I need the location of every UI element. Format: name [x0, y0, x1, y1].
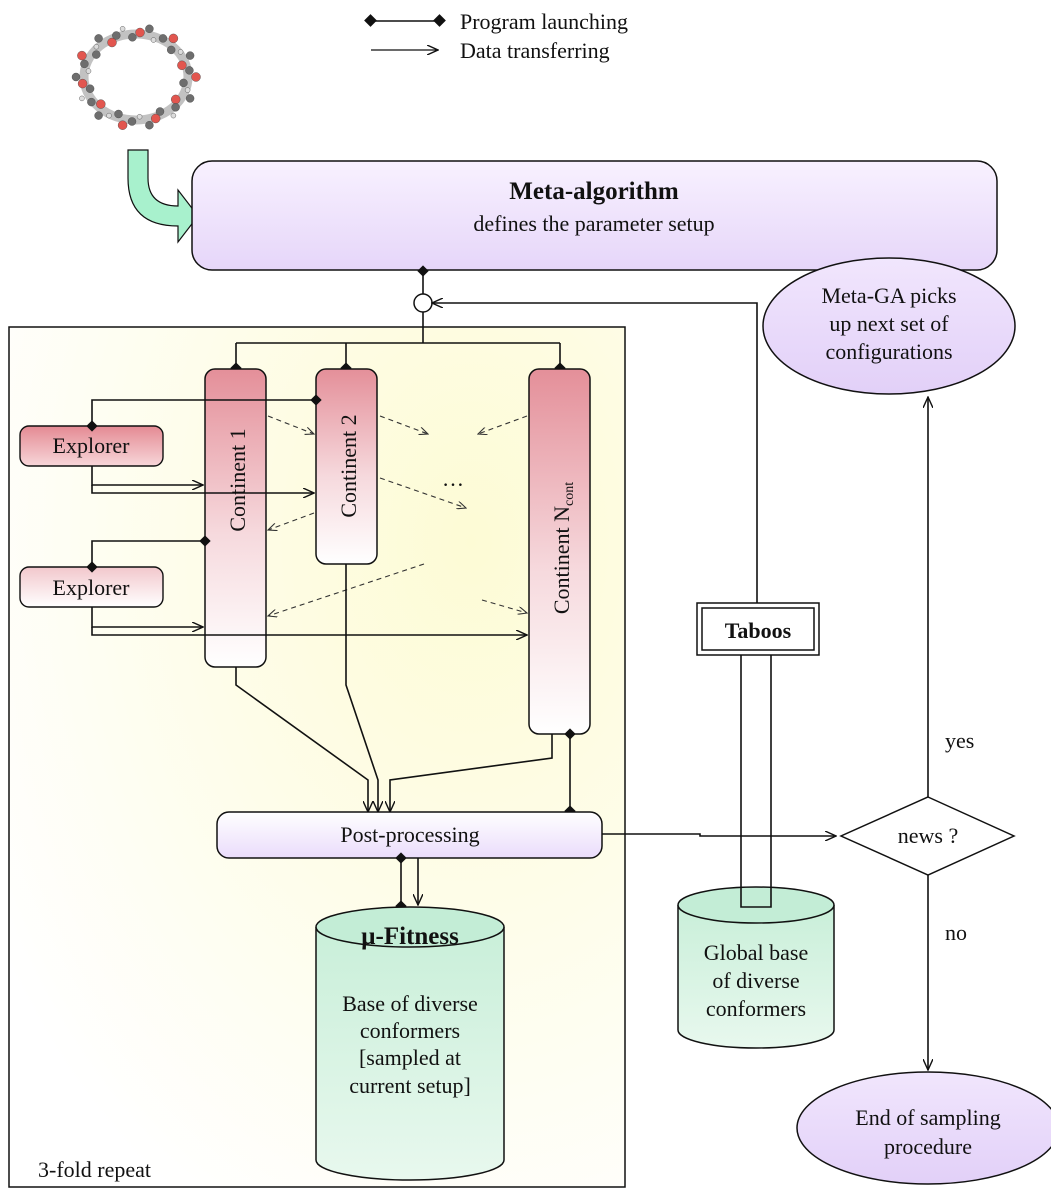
- meta-ga-line3: configurations: [825, 339, 952, 364]
- atom: [94, 34, 103, 43]
- post-processing-label: Post-processing: [340, 822, 479, 847]
- atom: [168, 33, 179, 44]
- continent-n-label: Continent Ncont: [549, 482, 577, 614]
- decision-label: news ?: [898, 823, 958, 848]
- atom: [87, 97, 96, 107]
- atom: [128, 33, 137, 42]
- atom: [107, 37, 117, 48]
- atom: [150, 113, 161, 124]
- atom: [179, 78, 188, 88]
- atom: [185, 66, 194, 75]
- explorer-2-label: Explorer: [53, 575, 131, 600]
- atom: [117, 120, 128, 130]
- global-base-database: [677, 886, 835, 1049]
- repeat-label: 3-fold repeat: [38, 1157, 151, 1182]
- mu-fitness-line3: [sampled at: [359, 1045, 461, 1070]
- meta-ga-ellipse: [762, 257, 1016, 395]
- explorer-1-label: Explorer: [53, 433, 131, 458]
- atom: [127, 117, 137, 126]
- atom: [119, 26, 126, 32]
- global-base-line2: of diverse: [712, 968, 799, 993]
- atom: [80, 59, 89, 69]
- taboos-label: Taboos: [725, 618, 792, 643]
- meta-ga-line2: up next set of: [829, 311, 949, 336]
- atom: [166, 45, 176, 55]
- atom: [94, 111, 103, 120]
- post-processing-box: [216, 811, 603, 859]
- atom: [185, 94, 195, 103]
- end-ellipse: [796, 1071, 1051, 1185]
- atom: [85, 68, 92, 74]
- atom: [106, 112, 112, 119]
- atom: [145, 120, 154, 130]
- atom: [145, 24, 154, 33]
- legend: Program launching Data transferring: [364, 9, 628, 63]
- global-base-line1: Global base: [704, 940, 808, 965]
- atom: [150, 37, 157, 43]
- junction-node: [413, 293, 433, 313]
- atom: [92, 50, 101, 59]
- atom: [184, 87, 191, 93]
- atom: [170, 112, 177, 119]
- meta-algorithm-subtitle: defines the parameter setup: [473, 211, 714, 236]
- no-label: no: [945, 920, 967, 945]
- continent-1-label: Continent 1: [225, 428, 250, 531]
- atom: [112, 31, 121, 40]
- atom: [158, 34, 168, 43]
- end-line2: procedure: [884, 1134, 972, 1159]
- atom: [77, 50, 87, 61]
- continent-n: [528, 368, 591, 735]
- mu-fitness-database: [315, 906, 505, 1181]
- atom: [85, 84, 95, 93]
- legend-launch-label: Program launching: [460, 9, 628, 34]
- atom: [171, 103, 180, 112]
- mu-fitness-line2: conformers: [360, 1018, 460, 1043]
- meta-algorithm-title: Meta-algorithm: [509, 178, 679, 205]
- molecule-image: [71, 24, 201, 130]
- launch-diamond-icon: [364, 14, 377, 27]
- atom: [155, 107, 165, 116]
- meta-ga-line1: Meta-GA picks: [821, 283, 956, 308]
- atom: [96, 99, 106, 109]
- yes-label: yes: [945, 728, 974, 753]
- mu-fitness-line4: current setup]: [349, 1073, 471, 1098]
- continent-ellipsis: …: [442, 466, 464, 491]
- atom: [177, 49, 184, 55]
- end-line1: End of sampling: [855, 1105, 1000, 1130]
- atom: [185, 51, 195, 60]
- meta-algorithm-box: [191, 160, 998, 271]
- mu-fitness-title: µ-Fitness: [361, 923, 459, 950]
- atom: [135, 27, 145, 38]
- atom: [170, 94, 181, 105]
- continent-2-label: Continent 2: [336, 414, 361, 517]
- atom: [71, 72, 81, 82]
- atom: [177, 60, 187, 71]
- atom: [79, 95, 85, 102]
- atom: [136, 113, 143, 120]
- atom: [93, 44, 100, 50]
- mu-fitness-line1: Base of diverse: [342, 991, 478, 1016]
- global-base-line3: conformers: [706, 996, 806, 1021]
- atom: [114, 109, 123, 119]
- legend-transfer-label: Data transferring: [460, 38, 610, 63]
- atom: [77, 78, 88, 89]
- input-arrow-icon: [127, 149, 199, 244]
- atom: [191, 72, 201, 82]
